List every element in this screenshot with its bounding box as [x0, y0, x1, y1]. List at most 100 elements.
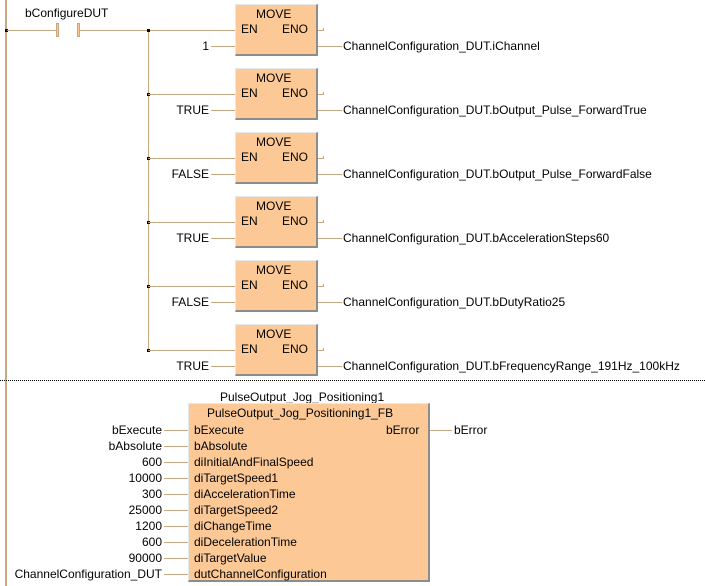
fb-input-pin: diAccelerationTime [194, 487, 296, 501]
move-input-value[interactable]: FALSE [171, 167, 209, 181]
move-title: MOVE [256, 7, 292, 21]
fb-input-pin: diChangeTime [194, 519, 272, 533]
function-block[interactable] [188, 403, 430, 582]
fb-output-value[interactable]: bError [454, 423, 488, 437]
input-wire [211, 238, 235, 239]
input-wire [164, 478, 188, 479]
move-box [235, 4, 318, 56]
move-output-variable[interactable]: ChannelConfiguration_DUT.bFrequencyRange… [343, 359, 680, 373]
contact-right-bar [77, 23, 80, 37]
move-input-value[interactable]: 1 [202, 39, 209, 53]
fb-input-value[interactable]: 90000 [128, 551, 162, 565]
eno-stub-tick [323, 348, 324, 351]
en-pin: EN [241, 278, 258, 292]
eno-pin: ENO [282, 150, 309, 164]
move-input-value[interactable]: TRUE [176, 359, 209, 373]
output-wire [318, 46, 342, 47]
move-title: MOVE [256, 327, 292, 341]
fb-input-value[interactable]: ChannelConfiguration_DUT [14, 567, 162, 581]
eno-stub [318, 286, 324, 287]
move-box [235, 260, 318, 312]
move-box [235, 68, 318, 120]
eno-pin: ENO [282, 22, 309, 36]
input-wire [211, 174, 235, 175]
fb-input-value[interactable]: bExecute [111, 423, 162, 437]
move-output-variable[interactable]: ChannelConfiguration_DUT.bOutput_Pulse_F… [343, 103, 647, 117]
wire [7, 30, 56, 31]
move-input-value[interactable]: TRUE [176, 231, 209, 245]
eno-stub [318, 94, 324, 95]
en-pin: EN [241, 86, 258, 100]
contact-label: bConfigureDUT [25, 6, 109, 20]
en-wire [148, 94, 235, 95]
input-wire [164, 510, 188, 511]
fb-input-value[interactable]: 600 [141, 455, 162, 469]
input-wire [164, 542, 188, 543]
input-wire [164, 526, 188, 527]
eno-pin: ENO [282, 278, 309, 292]
network-separator [0, 380, 705, 381]
output-wire [318, 238, 342, 239]
wire [430, 430, 452, 431]
rail-junction [5, 29, 8, 32]
input-wire [211, 110, 235, 111]
move-box [235, 324, 318, 376]
eno-stub-tick [323, 156, 324, 159]
eno-stub [318, 158, 324, 159]
eno-stub [318, 350, 324, 351]
move-title: MOVE [256, 135, 292, 149]
move-output-variable[interactable]: ChannelConfiguration_DUT.bDutyRatio25 [343, 295, 566, 309]
input-wire [164, 462, 188, 463]
input-wire [164, 430, 188, 431]
en-pin: EN [241, 214, 258, 228]
input-wire [164, 446, 188, 447]
output-wire [318, 174, 342, 175]
input-wire [211, 366, 235, 367]
en-wire [148, 158, 235, 159]
branch-wire [148, 30, 149, 350]
input-wire [164, 574, 188, 575]
move-output-variable[interactable]: ChannelConfiguration_DUT.iChannel [343, 39, 540, 53]
move-output-variable[interactable]: ChannelConfiguration_DUT.bAccelerationSt… [343, 231, 610, 245]
eno-stub-tick [323, 220, 324, 223]
fb-input-value[interactable]: 25000 [128, 503, 162, 517]
fb-input-value[interactable]: 1200 [135, 519, 162, 533]
move-output-variable[interactable]: ChannelConfiguration_DUT.bOutput_Pulse_F… [343, 167, 652, 181]
fb-type-name: PulseOutput_Jog_Positioning1_FB [207, 406, 394, 420]
move-box [235, 196, 318, 248]
en-pin: EN [241, 150, 258, 164]
fb-input-value[interactable]: 600 [141, 535, 162, 549]
eno-pin: ENO [282, 342, 309, 356]
eno-stub [318, 222, 324, 223]
fb-input-value[interactable]: 10000 [128, 471, 162, 485]
move-box [235, 132, 318, 184]
move-input-value[interactable]: FALSE [171, 295, 209, 309]
input-wire [164, 558, 188, 559]
fb-instance-name: PulseOutput_Jog_Positioning1 [220, 390, 385, 404]
en-pin: EN [241, 22, 258, 36]
branch-junction [147, 29, 150, 32]
output-wire [318, 366, 342, 367]
fb-input-pin: diDecelerationTime [194, 535, 297, 549]
fb-input-pin: diTargetSpeed2 [194, 503, 279, 517]
fb-input-pin: diTargetValue [194, 551, 267, 565]
eno-stub [318, 30, 324, 31]
left-power-rail [5, 0, 7, 586]
move-input-value[interactable]: TRUE [176, 103, 209, 117]
fb-input-pin: bAbsolute [194, 439, 248, 453]
output-wire [318, 110, 342, 111]
fb-input-value[interactable]: bAbsolute [108, 439, 162, 453]
fb-output-pin: bError [386, 423, 420, 437]
wire [80, 30, 235, 31]
input-wire [211, 302, 235, 303]
fb-input-value[interactable]: 300 [141, 487, 162, 501]
output-wire [318, 302, 342, 303]
fb-input-pin: dutChannelConfiguration [194, 567, 327, 581]
eno-pin: ENO [282, 86, 309, 100]
eno-stub-tick [323, 284, 324, 287]
eno-stub-tick [323, 28, 324, 31]
eno-pin: ENO [282, 214, 309, 228]
eno-stub-tick [323, 92, 324, 95]
en-wire [148, 222, 235, 223]
en-wire [148, 286, 235, 287]
